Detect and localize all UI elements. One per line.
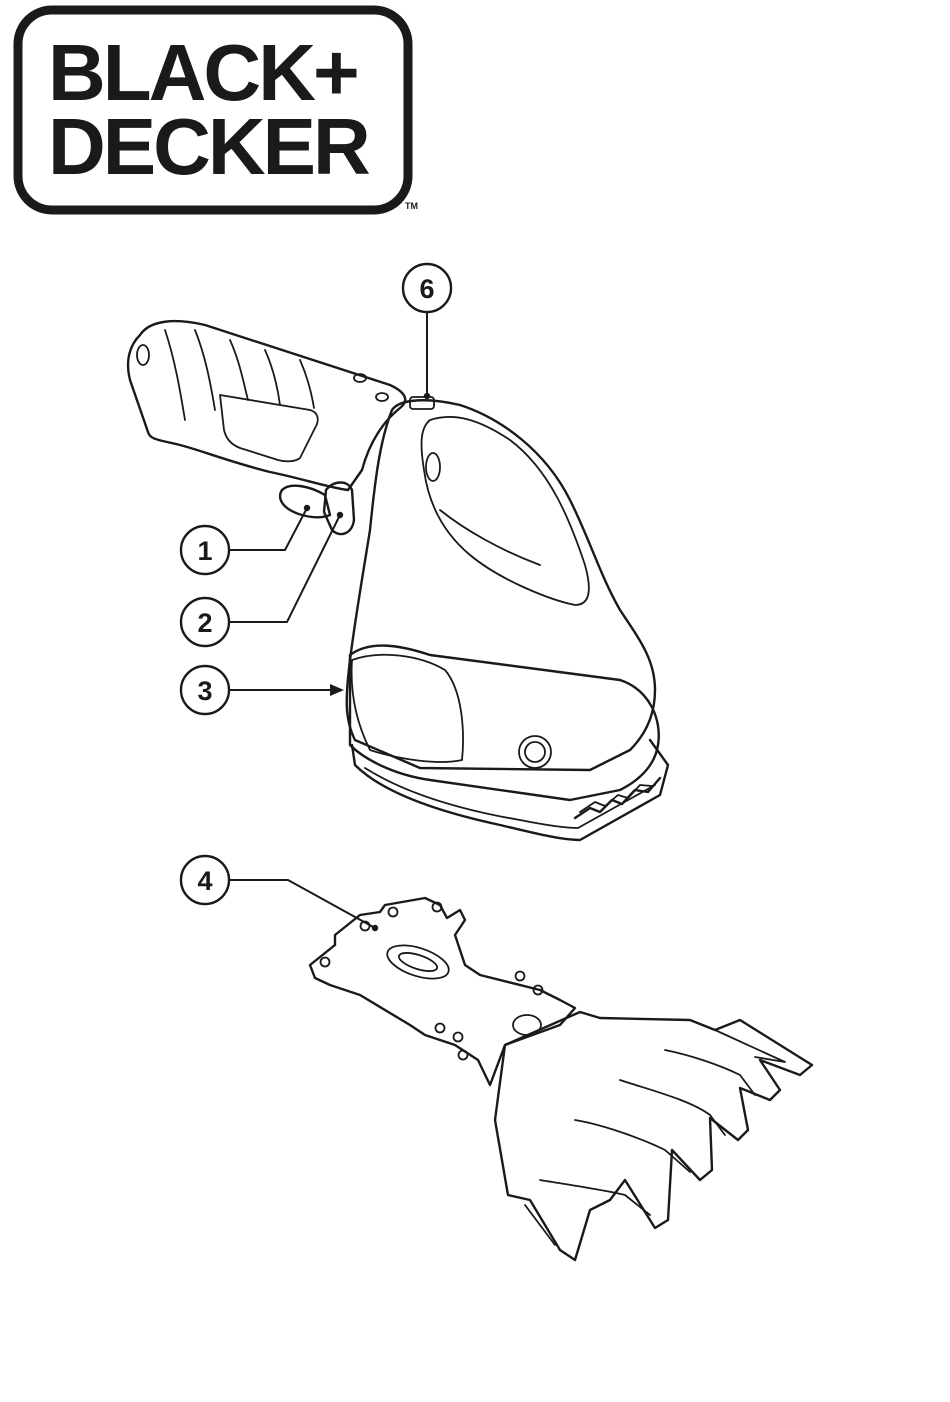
side-grip-pad	[352, 655, 463, 762]
blade-tooth-6	[525, 1205, 555, 1245]
callout-1-leader	[229, 508, 307, 550]
callout-1-dot	[304, 505, 310, 511]
callout-4-dot	[372, 925, 378, 931]
callout-3-label: 3	[197, 676, 212, 706]
handle-rib-3	[230, 340, 248, 400]
blade-hole-9	[459, 1051, 468, 1060]
blade-tooth-5	[540, 1180, 650, 1215]
blade-cutting-fan	[495, 1012, 812, 1260]
logo-line-2: DECKER	[48, 102, 370, 191]
handle-rib-1	[165, 330, 185, 420]
callout-2-leader	[229, 515, 340, 622]
handle-dot-2	[376, 393, 388, 401]
shear-body	[128, 321, 668, 840]
handle-rib-2	[195, 330, 215, 410]
brand-logo: BLACK+ DECKER TM	[18, 10, 418, 211]
callout-4-label: 4	[197, 866, 212, 896]
callout-6-dot	[424, 393, 430, 399]
callout-1: 1	[181, 505, 310, 574]
body-lower-housing	[350, 646, 659, 800]
callout-6-label: 6	[419, 274, 434, 304]
callout-4: 4	[181, 856, 378, 931]
body-vent-slot	[440, 510, 540, 565]
charge-indicator	[410, 397, 434, 409]
logo-trademark: TM	[405, 201, 418, 211]
callout-3: 3	[181, 666, 344, 714]
callout-2-dot	[337, 512, 343, 518]
callout-6: 6	[403, 264, 451, 399]
handle-end-hole	[137, 345, 149, 365]
blade-tooth-4	[575, 1120, 690, 1172]
body-top-cover	[422, 417, 589, 605]
blade-hole-3	[389, 908, 398, 917]
body-side-indicator	[426, 453, 440, 481]
handle-rib-4	[265, 350, 280, 405]
blade-hole-8	[454, 1033, 463, 1042]
blade-mount-plate	[310, 898, 575, 1085]
callout-1-label: 1	[197, 536, 212, 566]
blade-tip-teeth	[575, 778, 660, 818]
blade-hole-7	[436, 1024, 445, 1033]
blade-hole-5	[516, 972, 525, 981]
blade-tooth-1	[715, 1030, 785, 1062]
handle-rib-5	[300, 360, 314, 408]
handle-grip-inset	[220, 395, 318, 461]
blade-hole-1	[321, 958, 330, 967]
shear-blade	[310, 898, 812, 1260]
body-screw-boss	[519, 736, 551, 768]
blade-slot	[383, 939, 453, 985]
body-screw-boss-inner	[525, 742, 545, 762]
callout-2-label: 2	[197, 608, 212, 638]
callout-3-arrowhead	[330, 684, 344, 696]
body-upper-shell	[347, 400, 655, 770]
